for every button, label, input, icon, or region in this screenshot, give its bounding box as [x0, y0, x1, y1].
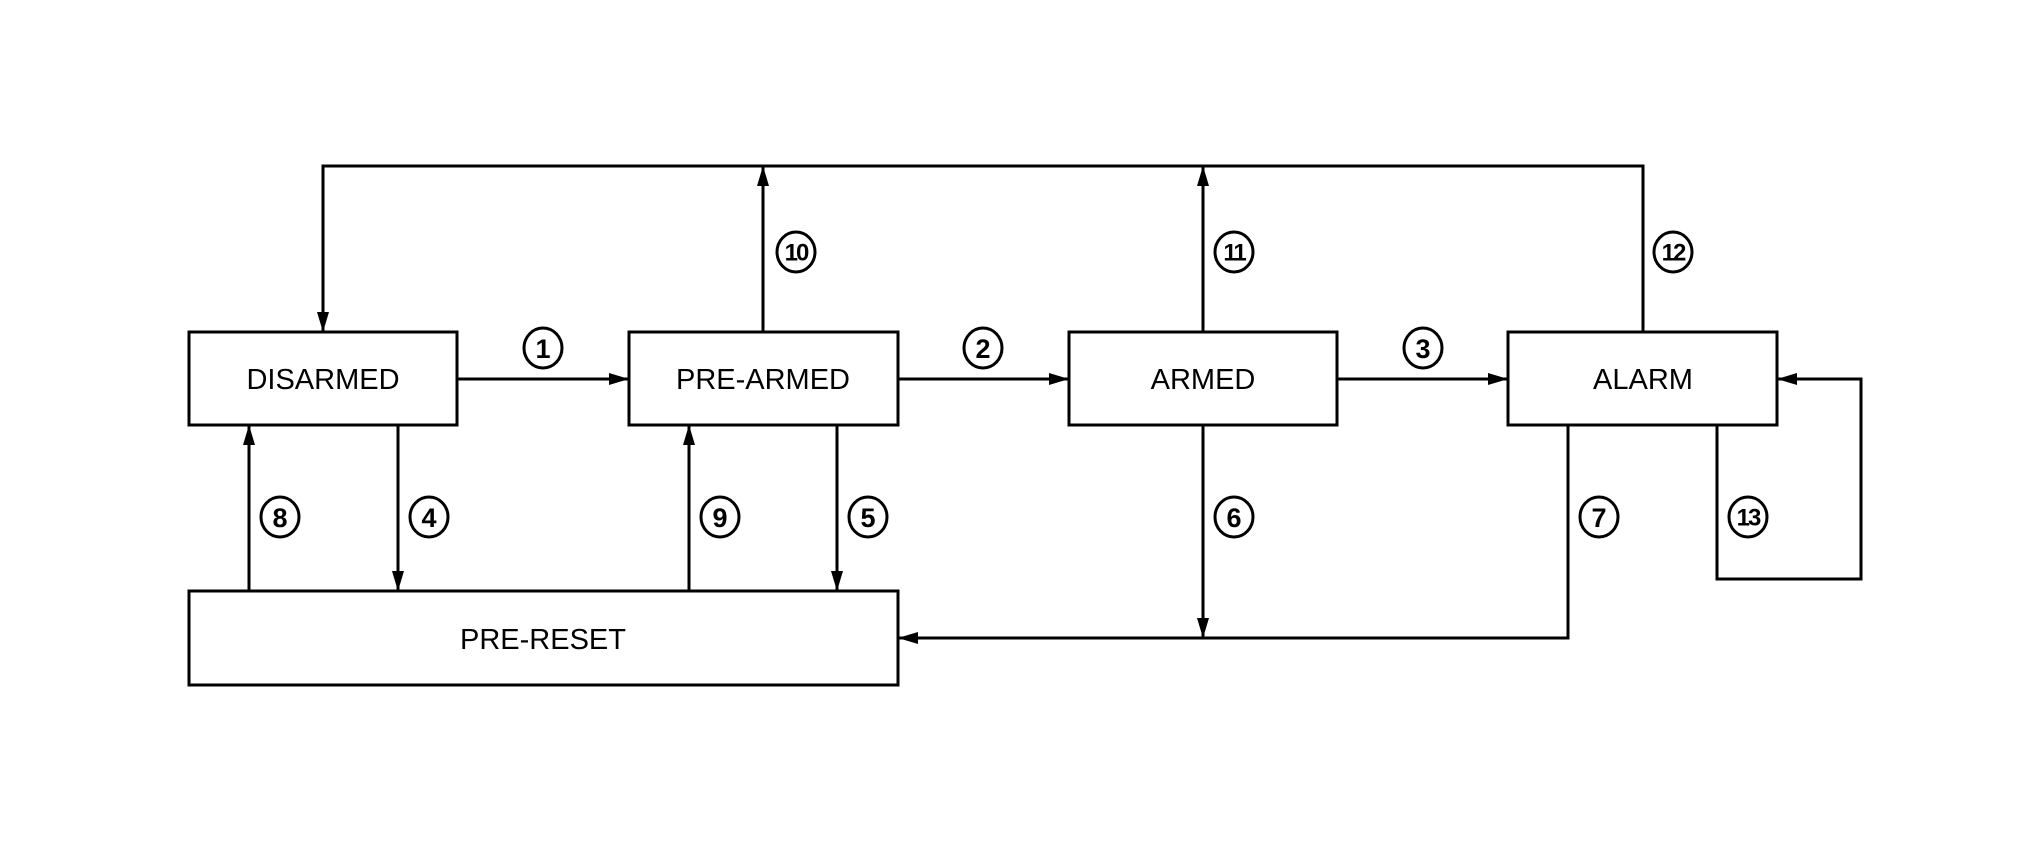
transition-badge-8: 8 [259, 495, 301, 539]
transition-badge-4: 4 [408, 495, 450, 539]
state-box-pre-armed [627, 330, 900, 427]
state-label-pre-armed: PRE-ARMED [676, 364, 850, 396]
arrowhead-icon [392, 571, 404, 591]
badge-number: 10 [785, 240, 809, 267]
badge-circle [408, 495, 450, 539]
arrowhead-icon [1488, 373, 1508, 385]
arrowhead-icon [609, 373, 629, 385]
badge-number: 12 [1662, 240, 1686, 267]
badge-number: 8 [272, 503, 287, 533]
badge-number: 9 [712, 503, 727, 533]
state-box-armed [1067, 330, 1339, 427]
arrowhead-icon [1777, 373, 1797, 385]
badge-circle [1402, 326, 1444, 370]
state-armed: ARMED [1067, 330, 1339, 427]
transition-badge-2: 2 [962, 326, 1004, 370]
arrowhead-icon [1197, 618, 1209, 638]
state-pre-armed: PRE-ARMED [627, 330, 900, 427]
badge-circle [1213, 495, 1255, 539]
arrowhead-icon [1197, 166, 1209, 186]
state-label-armed: ARMED [1151, 364, 1256, 396]
badge-circle [1213, 230, 1255, 274]
connector-lines [247, 164, 1863, 640]
badge-number: 2 [975, 334, 990, 364]
state-disarmed: DISARMED [187, 330, 459, 427]
badge-number: 5 [860, 503, 875, 533]
arrowhead-icon [1049, 373, 1069, 385]
badge-circle [962, 326, 1004, 370]
arrowhead-icon [243, 425, 255, 445]
state-box-pre-reset [187, 589, 900, 687]
transition-line-13 [1715, 377, 1863, 581]
badge-number: 1 [535, 334, 550, 364]
state-pre-reset: PRE-RESET [187, 589, 900, 687]
badge-circle [699, 495, 741, 539]
badge-circle [1727, 495, 1769, 539]
arrowhead-icon [898, 632, 918, 644]
badge-number: 3 [1415, 334, 1430, 364]
badge-number: 6 [1226, 503, 1241, 533]
arrowheads [243, 166, 1797, 644]
transition-badge-1: 1 [522, 326, 564, 370]
badge-circle [259, 495, 301, 539]
badge-number: 7 [1591, 503, 1606, 533]
state-box-disarmed [187, 330, 459, 427]
badge-number: 4 [421, 503, 436, 533]
badge-circle [522, 326, 564, 370]
state-label-pre-reset: PRE-RESET [460, 624, 626, 656]
transition-badge-6: 6 [1213, 495, 1255, 539]
arrowhead-icon [757, 166, 769, 186]
badge-circle [1578, 495, 1620, 539]
transition-line-12 [321, 164, 1645, 334]
transition-badge-12: 12 [1652, 230, 1694, 274]
arrowhead-icon [831, 571, 843, 591]
state-alarm: ALARM [1506, 330, 1779, 427]
state-label-disarmed: DISARMED [246, 364, 399, 396]
transition-badge-13: 13 [1727, 495, 1769, 539]
transition-badge-11: 11 [1213, 230, 1255, 274]
badge-number: 11 [1223, 240, 1246, 267]
transition-badge-3: 3 [1402, 326, 1444, 370]
badge-circle [775, 230, 817, 274]
badge-circle [1652, 230, 1694, 274]
arrowhead-icon [683, 425, 695, 445]
badge-number: 13 [1737, 505, 1761, 532]
transition-badge-10: 10 [775, 230, 817, 274]
badge-circle [847, 495, 889, 539]
state-box-alarm [1506, 330, 1779, 427]
transition-badge-7: 7 [1578, 495, 1620, 539]
transition-badge-9: 9 [699, 495, 741, 539]
arrowhead-icon [317, 312, 329, 332]
transition-badge-5: 5 [847, 495, 889, 539]
transition-line-7 [896, 423, 1570, 640]
state-label-alarm: ALARM [1593, 364, 1693, 396]
